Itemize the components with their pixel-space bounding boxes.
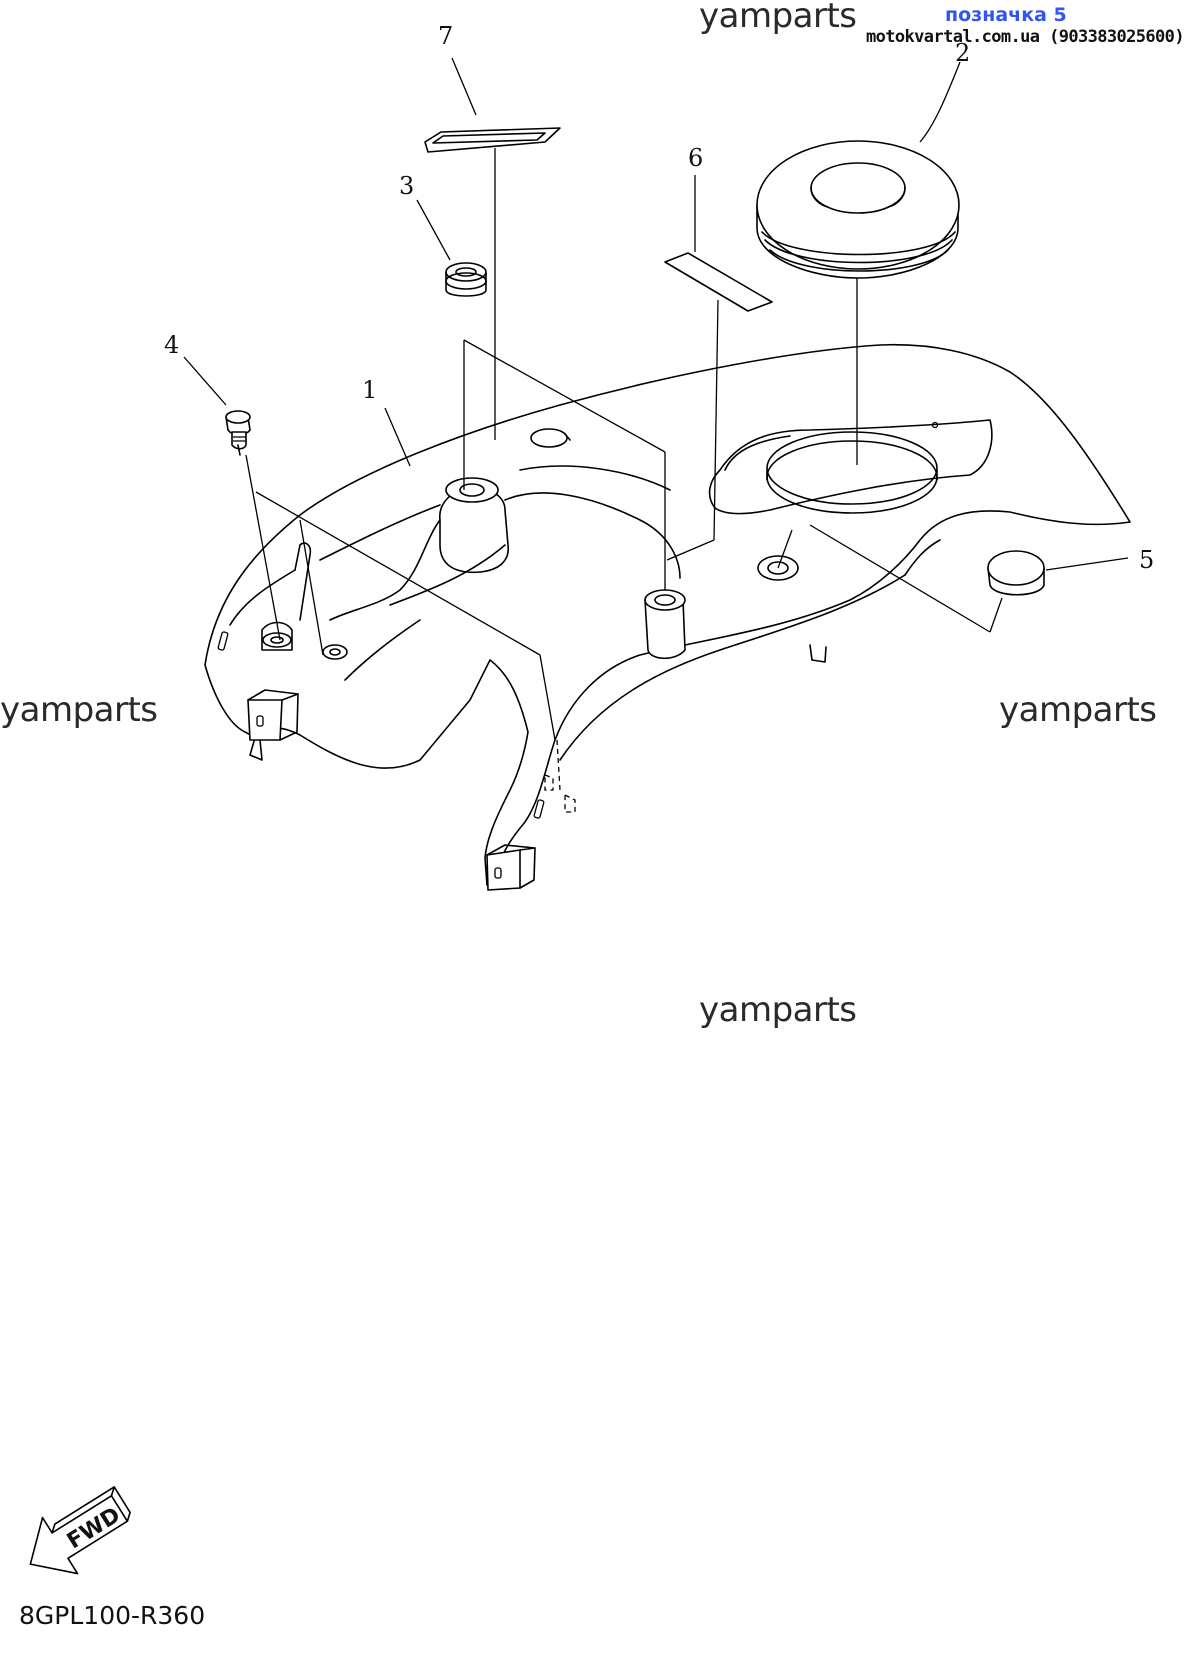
callout-3: 3 (399, 172, 414, 200)
callout-5: 5 (1139, 546, 1154, 574)
part-3-drawing (445, 262, 487, 297)
part-6-drawing (664, 252, 773, 312)
leader-lines (183, 57, 1129, 741)
watermark-text: yamparts (699, 990, 857, 1030)
callout-7: 7 (438, 22, 453, 50)
tag-label: позначка 5 (945, 4, 1067, 26)
callout-4: 4 (164, 331, 179, 359)
part-1-drawing (204, 343, 1131, 891)
callout-1: 1 (362, 376, 377, 404)
part-4-drawing (225, 410, 251, 456)
callout-6: 6 (688, 144, 703, 172)
part-7-drawing (424, 127, 561, 153)
watermark-text: yamparts (0, 690, 158, 730)
part-2-drawing (756, 140, 960, 279)
callout-numbers: 1 2 3 4 5 6 7 (164, 22, 1154, 574)
diagram-code: 8GPL100-R360 (19, 1601, 206, 1630)
tag-site-text: motokvartal.com.ua (903383025600) (866, 27, 1185, 47)
watermark-text: yamparts (999, 690, 1157, 730)
watermark-text: yamparts (699, 0, 857, 36)
part-5-drawing (987, 550, 1045, 596)
callout-2: 2 (955, 39, 970, 67)
fwd-arrow-icon: FWD (29, 1486, 131, 1575)
